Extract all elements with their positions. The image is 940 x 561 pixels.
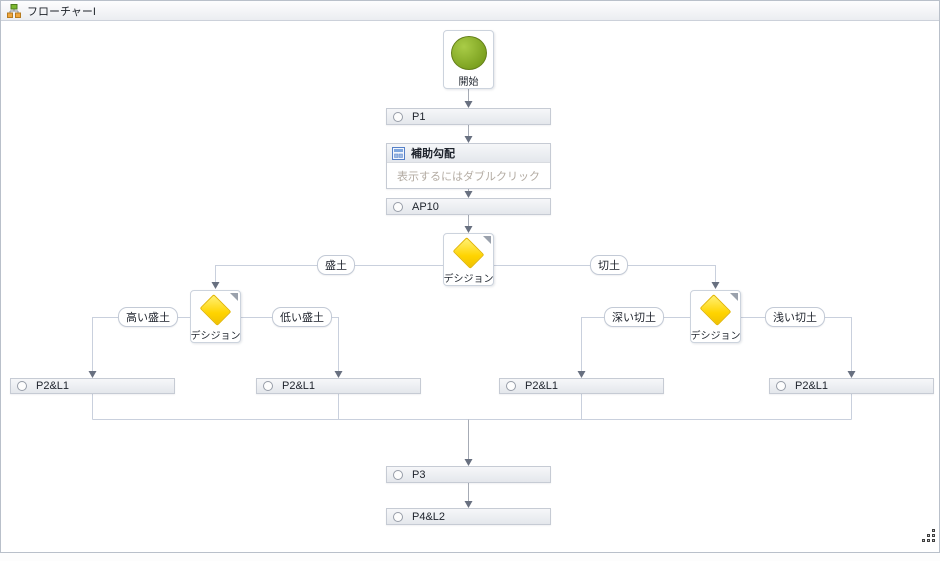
decision-diamond-icon bbox=[452, 237, 485, 269]
edge-label-high-fill[interactable]: 高い盛土 bbox=[118, 307, 178, 327]
process-node-label: P2&L1 bbox=[795, 380, 829, 392]
process-circle-icon bbox=[263, 381, 273, 391]
process-node-label: P2&L1 bbox=[282, 380, 316, 392]
panel-titlebar: フローチャーI bbox=[1, 1, 939, 21]
resize-grip-icon[interactable] bbox=[922, 529, 936, 543]
decision-node-label: デシジョン bbox=[690, 331, 741, 342]
process-circle-icon bbox=[17, 381, 27, 391]
process-circle-icon bbox=[393, 511, 403, 522]
collapse-corner-icon bbox=[230, 293, 238, 301]
process-node-label: AP10 bbox=[412, 200, 439, 213]
subchart-open-hint[interactable]: 表示するにはダブルクリック bbox=[397, 170, 540, 183]
decision-diamond-icon bbox=[199, 294, 232, 326]
subchart-icon bbox=[392, 146, 405, 160]
start-node[interactable]: 開始 bbox=[443, 30, 494, 89]
arrowheads bbox=[88, 101, 856, 508]
decision-node-top[interactable]: デシジョン bbox=[443, 233, 494, 286]
decision-node-left[interactable]: デシジョン bbox=[190, 290, 241, 343]
edge-label-shallow-cut[interactable]: 浅い切土 bbox=[765, 307, 825, 327]
process-circle-icon bbox=[393, 469, 403, 480]
process-node-label: P2&L1 bbox=[525, 380, 559, 392]
decision-node-label: デシジョン bbox=[443, 274, 494, 285]
process-circle-icon bbox=[506, 381, 516, 391]
process-node-p2l1-1[interactable]: P2&L1 bbox=[10, 378, 175, 394]
decision-node-label: デシジョン bbox=[190, 331, 241, 342]
process-node-p3[interactable]: P3 bbox=[386, 466, 551, 483]
process-circle-icon bbox=[393, 201, 403, 212]
collapse-corner-icon bbox=[730, 293, 738, 301]
process-node-p2l1-3[interactable]: P2&L1 bbox=[499, 378, 664, 394]
start-node-label: 開始 bbox=[458, 77, 479, 88]
process-node-p1[interactable]: P1 bbox=[386, 108, 551, 125]
collapse-corner-icon bbox=[483, 236, 491, 244]
process-node-ap10[interactable]: AP10 bbox=[386, 198, 551, 215]
decision-node-right[interactable]: デシジョン bbox=[690, 290, 741, 343]
subchart-node-label: 補助勾配 bbox=[411, 148, 455, 160]
process-node-label: P2&L1 bbox=[36, 380, 70, 392]
panel-title: フローチャーI bbox=[27, 5, 96, 18]
process-circle-icon bbox=[393, 111, 403, 122]
process-node-label: P3 bbox=[412, 468, 426, 481]
flowchart-icon bbox=[7, 3, 21, 18]
process-node-p4l2[interactable]: P4&L2 bbox=[386, 508, 551, 525]
process-node-label: P4&L2 bbox=[412, 510, 446, 523]
edge-label-deep-cut[interactable]: 深い切土 bbox=[604, 307, 664, 327]
decision-diamond-icon bbox=[699, 294, 732, 326]
subchart-node-aux[interactable]: 補助勾配 表示するにはダブルクリック bbox=[386, 143, 551, 189]
process-node-p2l1-2[interactable]: P2&L1 bbox=[256, 378, 421, 394]
edge-label-low-fill[interactable]: 低い盛土 bbox=[272, 307, 332, 327]
process-node-p2l1-4[interactable]: P2&L1 bbox=[769, 378, 934, 394]
start-circle-icon bbox=[450, 36, 487, 70]
process-node-label: P1 bbox=[412, 110, 426, 123]
edge-label-cut[interactable]: 切土 bbox=[590, 255, 628, 275]
subchart-header: 補助勾配 bbox=[387, 144, 550, 163]
process-circle-icon bbox=[776, 381, 786, 391]
edge-label-fill[interactable]: 盛土 bbox=[317, 255, 355, 275]
